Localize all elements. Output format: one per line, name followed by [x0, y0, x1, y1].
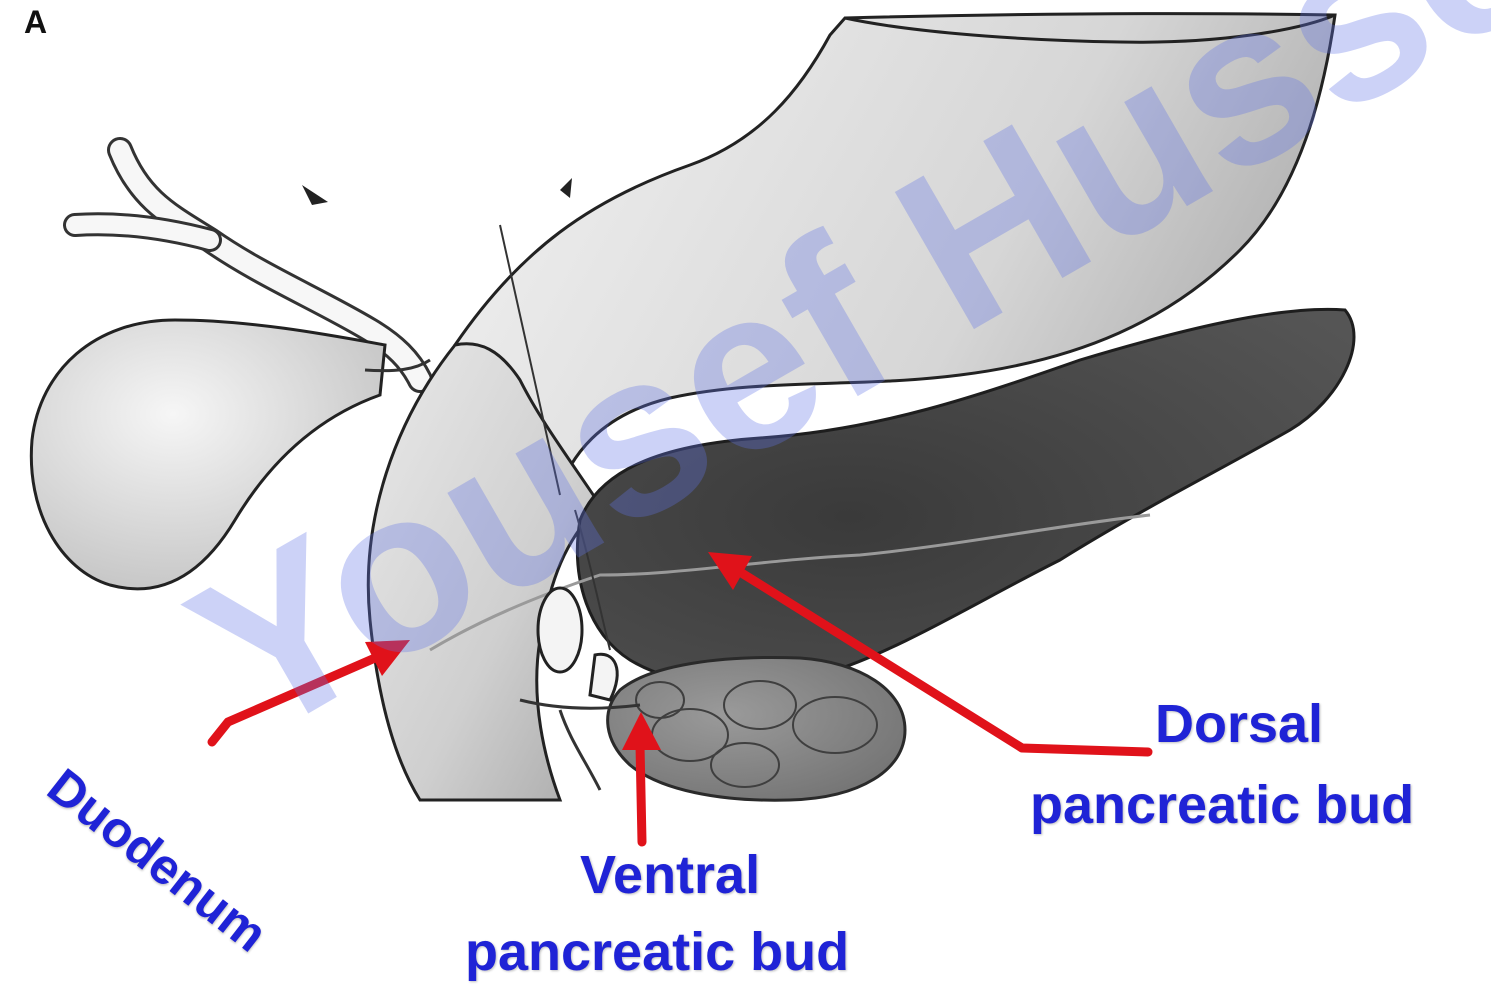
label-dorsal-line1: Dorsal: [1155, 697, 1323, 751]
gallbladder: [31, 320, 385, 589]
label-ventral-line2: pancreatic bud: [465, 925, 849, 979]
label-ventral-line1: Ventral: [580, 848, 760, 902]
label-dorsal-line2: pancreatic bud: [1030, 778, 1414, 832]
small-tick-top: [560, 178, 572, 198]
figure-corner-mark: A: [24, 4, 47, 41]
small-tick-left: [302, 185, 328, 205]
